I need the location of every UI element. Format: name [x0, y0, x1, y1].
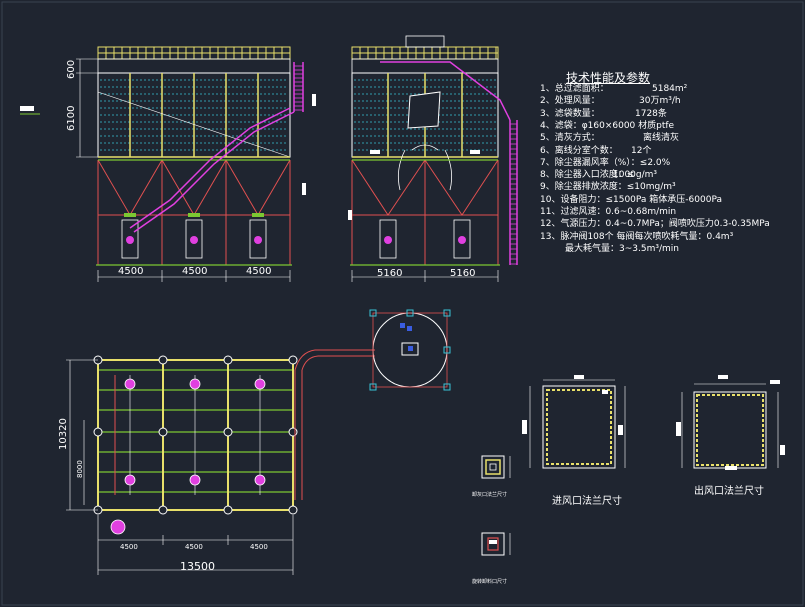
spec-value: 30万m³/h — [639, 96, 681, 107]
outlet-flange-detail — [676, 375, 785, 470]
dim-front-top: 600 — [66, 59, 77, 79]
discharge-valve — [254, 474, 266, 486]
spec-label: 5、清灰方式： — [540, 133, 600, 144]
caption-outlet-flange: 出风口法兰尺寸 — [694, 486, 764, 497]
spec-label: 6、离线分室个数： — [540, 145, 618, 156]
spec-row: 8、除尘器入口浓度：≤1000g/m³ — [540, 170, 657, 181]
spec-row: 4、滤袋：φ160×6000 材质ptfe — [540, 121, 674, 132]
spec-label: 最大耗气量：3~3.5m³/min — [565, 243, 679, 254]
spec-value: 离线清灰 — [643, 133, 680, 144]
column-marker — [158, 355, 168, 365]
inlet-flange-detail — [522, 375, 626, 469]
column-marker — [223, 505, 233, 515]
spec-label: 12、气源压力：0.4~0.7MPa；阀喷吹压力0.3-0.35MPa — [540, 219, 770, 230]
spec-row: 5、清灰方式： 离线清灰 — [540, 133, 679, 144]
column-marker — [288, 355, 298, 365]
spec-row: 3、滤袋数量： 1728条 — [540, 108, 667, 120]
spec-label: 4、滤袋：φ160×6000 材质ptfe — [540, 120, 675, 131]
dim-front-bay-3: 4500 — [246, 266, 272, 277]
front-elevation-view — [20, 46, 316, 282]
spec-row: 2、处理风量： 30万m³/h — [540, 96, 681, 107]
spec-label: 7、除尘器漏风率（%）：≤2.0% — [540, 157, 671, 168]
spec-label: 3、滤袋数量： — [540, 108, 600, 119]
spec-label: 9、除尘器排放浓度：≤10mg/m³ — [540, 182, 676, 193]
discharge-valve — [254, 378, 266, 390]
small-flange-detail-1 — [481, 455, 511, 479]
discharge-valve — [124, 378, 136, 390]
spec-value: 12个 — [631, 145, 652, 156]
spec-row: 9、除尘器排放浓度：≤10mg/m³ — [540, 182, 676, 193]
spec-row: 10、设备阻力：≤1500Pa 箱体承压-6000Pa — [540, 195, 722, 206]
column-marker — [158, 505, 168, 515]
dim-plan-bay-3: 4500 — [250, 543, 268, 551]
inlet-circle-detail — [369, 309, 451, 391]
discharge-valve — [124, 474, 136, 486]
dim-plan-inner: 8000 — [76, 460, 84, 478]
spec-label: 8、除尘器入口浓度：≤ — [540, 170, 635, 181]
spec-row: 11、过滤风速：0.6~0.68m/min — [540, 207, 676, 218]
dim-front-bay-2: 4500 — [182, 266, 208, 277]
dim-plan-bay-1: 4500 — [120, 543, 138, 551]
spec-title: 技术性能及参数 — [566, 71, 651, 85]
caption-small-flange-2: 旋转卸料口尺寸 — [472, 579, 508, 585]
spec-row: 最大耗气量：3~3.5m³/min — [565, 244, 679, 255]
column-marker — [93, 427, 103, 437]
dim-plan-height: 10320 — [58, 418, 69, 450]
side-elevation-view — [348, 35, 518, 282]
spec-row: 7、除尘器漏风率（%）：≤2.0% — [540, 158, 670, 169]
dim-side-bay-1: 5160 — [377, 268, 403, 279]
spec-value: 1728条 — [635, 108, 667, 119]
spec-row: 13、脉冲阀108个 每阀每次喷吹耗气量：0.4m³ — [540, 232, 733, 243]
dim-front-body: 6100 — [66, 105, 77, 131]
dim-side-bay-2: 5160 — [450, 268, 476, 279]
spec-row: 12、气源压力：0.4~0.7MPa；阀喷吹压力0.3-0.35MPa — [540, 219, 770, 230]
spec-row: 6、离线分室个数： 12个 — [540, 145, 651, 157]
discharge-valve — [189, 378, 201, 390]
spec-label: 11、过滤风速：0.6~0.68m/min — [540, 207, 677, 217]
plan-view — [66, 349, 375, 575]
discharge-valve — [189, 474, 201, 486]
dim-plan-total: 13500 — [180, 560, 215, 573]
dim-plan-bay-2: 4500 — [185, 543, 203, 551]
spec-label: 10、设备阻力：≤1500Pa 箱体承压-6000Pa — [540, 194, 722, 205]
dim-front-bay-1: 4500 — [118, 266, 144, 277]
spec-label: 1、总过滤面积： — [540, 84, 609, 94]
column-marker — [223, 355, 233, 365]
small-flange-detail-2 — [481, 532, 511, 556]
column-marker — [288, 505, 298, 515]
column-marker — [223, 427, 233, 437]
spec-label: 13、脉冲阀108个 每阀每次喷吹耗气量：0.4m³ — [540, 231, 734, 242]
spec-row: 1、总过滤面积： 5184m² — [540, 84, 687, 95]
column-marker — [158, 427, 168, 437]
column-marker — [288, 427, 298, 437]
spec-value: 1000g/m³ — [613, 170, 658, 181]
caption-inlet-flange: 进风口法兰尺寸 — [552, 496, 622, 507]
caption-small-flange-1: 卸灰口法兰尺寸 — [472, 492, 508, 498]
spec-label: 2、处理风量： — [540, 96, 600, 107]
spec-value: 5184m² — [652, 84, 688, 94]
